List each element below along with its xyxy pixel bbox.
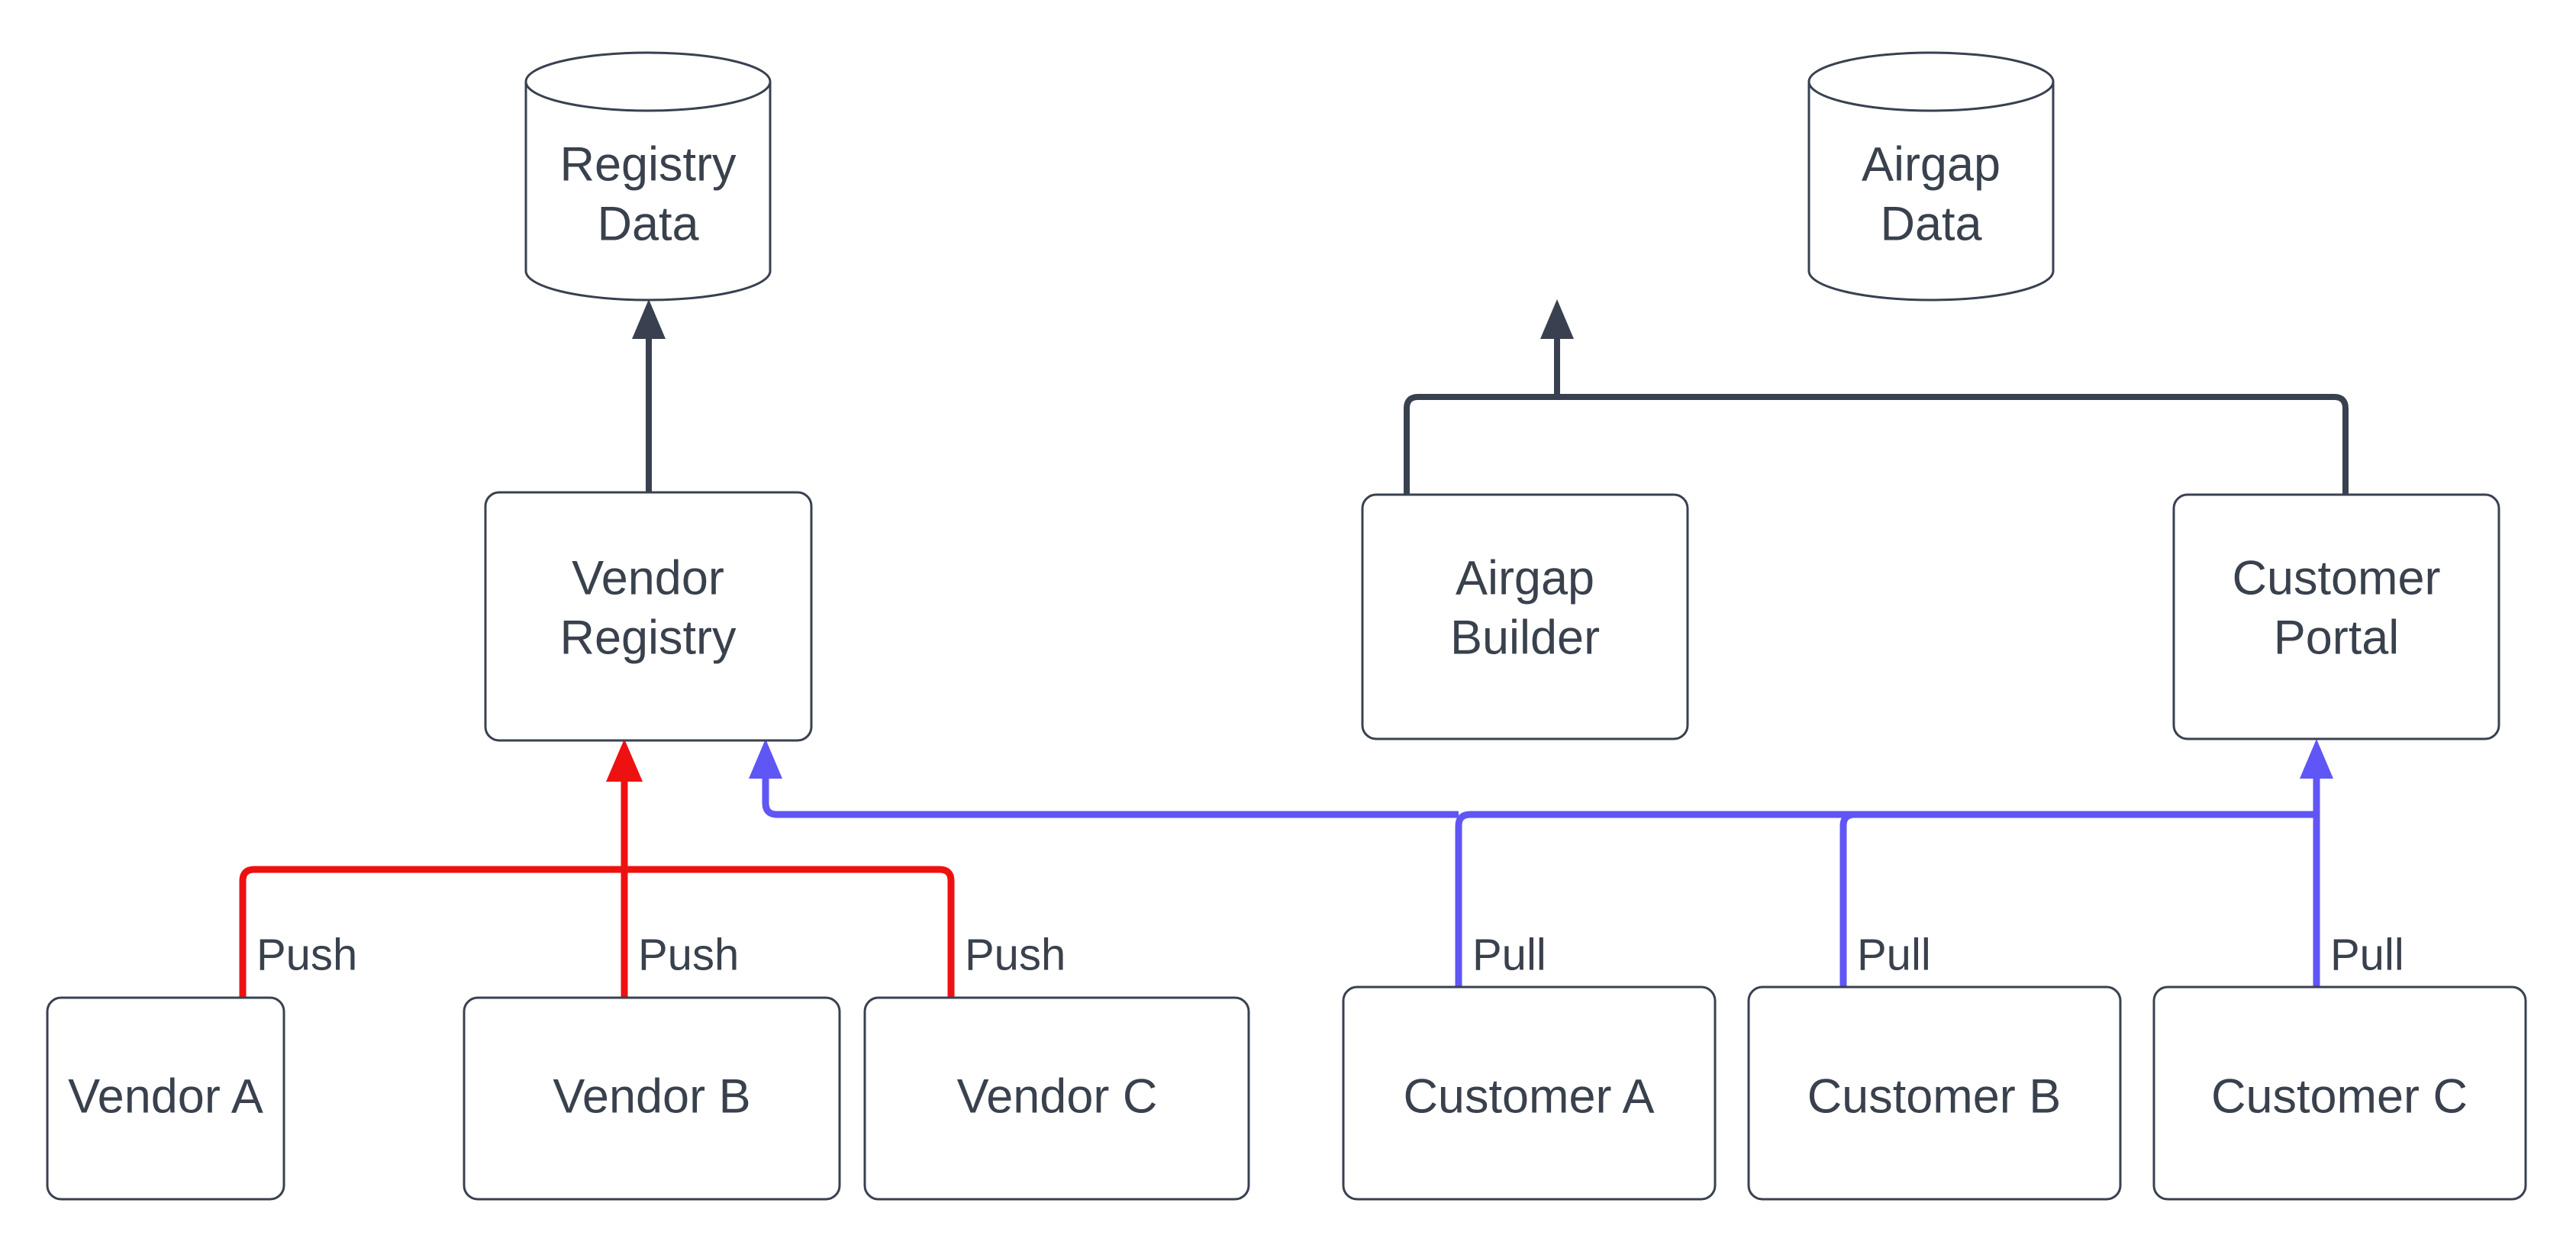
node-customer-c[interactable]: Customer C: [2152, 985, 2527, 1201]
edge-vendor-registry-to-registry-data: [632, 299, 666, 492]
edge-label-pull-customer-b: Pull: [1857, 930, 1931, 979]
customer-c-label: Customer C: [2211, 1070, 2468, 1124]
node-customer-portal[interactable]: Customer Portal: [2172, 493, 2500, 740]
node-vendor-c[interactable]: Vendor C: [863, 996, 1250, 1201]
edge-customer-portal-to-airgap-data: [1557, 394, 2349, 495]
registry-data-label-line1: Registry: [559, 138, 737, 192]
edge-pull-customer-b: [1839, 811, 2316, 987]
customer-b-label: Customer B: [1807, 1070, 2062, 1124]
edge-label-push-vendor-c: Push: [965, 930, 1066, 979]
airgap-data-label-line2: Data: [1880, 198, 1982, 251]
edge-push-vendor-a: [239, 866, 624, 998]
node-customer-a[interactable]: Customer A: [1342, 985, 1717, 1201]
edge-airgap-data-arrow: [1540, 299, 1574, 397]
edge-label-pull-customer-a: Pull: [1472, 930, 1546, 979]
customer-portal-label-line2: Portal: [2274, 611, 2400, 665]
airgap-data-label-line1: Airgap: [1862, 138, 2001, 192]
edge-pull-arrow-to-customer-portal: [2300, 739, 2333, 814]
edge-pull-to-vendor-registry: [749, 739, 1459, 818]
vendor-registry-label-line2: Registry: [559, 611, 737, 665]
datastore-registry-data[interactable]: Registry Data: [524, 51, 772, 302]
edge-pull-customer-a: [1455, 811, 2316, 987]
node-vendor-b[interactable]: Vendor B: [463, 996, 841, 1201]
node-vendor-registry[interactable]: Vendor Registry: [484, 491, 813, 742]
edge-label-push-vendor-a: Push: [256, 930, 357, 979]
edge-label-pull-customer-c: Pull: [2330, 930, 2404, 979]
airgap-builder-label-line2: Builder: [1450, 611, 1600, 665]
vendor-a-label: Vendor A: [68, 1070, 263, 1124]
customer-a-label: Customer A: [1403, 1070, 1654, 1124]
node-airgap-builder[interactable]: Airgap Builder: [1361, 493, 1689, 740]
node-customer-b[interactable]: Customer B: [1747, 985, 2122, 1201]
registry-data-label-line2: Data: [597, 198, 699, 251]
datastore-airgap-data[interactable]: Airgap Data: [1807, 51, 2055, 302]
vendor-b-label: Vendor B: [553, 1070, 750, 1124]
edge-airgap-builder-to-airgap-data: [1404, 394, 1557, 495]
vendor-c-label: Vendor C: [957, 1070, 1158, 1124]
vendor-registry-label-line1: Vendor: [572, 552, 724, 605]
edge-push-arrow-to-vendor-registry: [606, 739, 643, 869]
airgap-builder-label-line1: Airgap: [1456, 552, 1594, 605]
node-vendor-a[interactable]: Vendor A: [46, 996, 285, 1201]
customer-portal-label-line1: Customer: [2232, 552, 2440, 605]
edge-push-vendor-c: [624, 866, 955, 998]
edge-label-push-vendor-b: Push: [638, 930, 739, 979]
